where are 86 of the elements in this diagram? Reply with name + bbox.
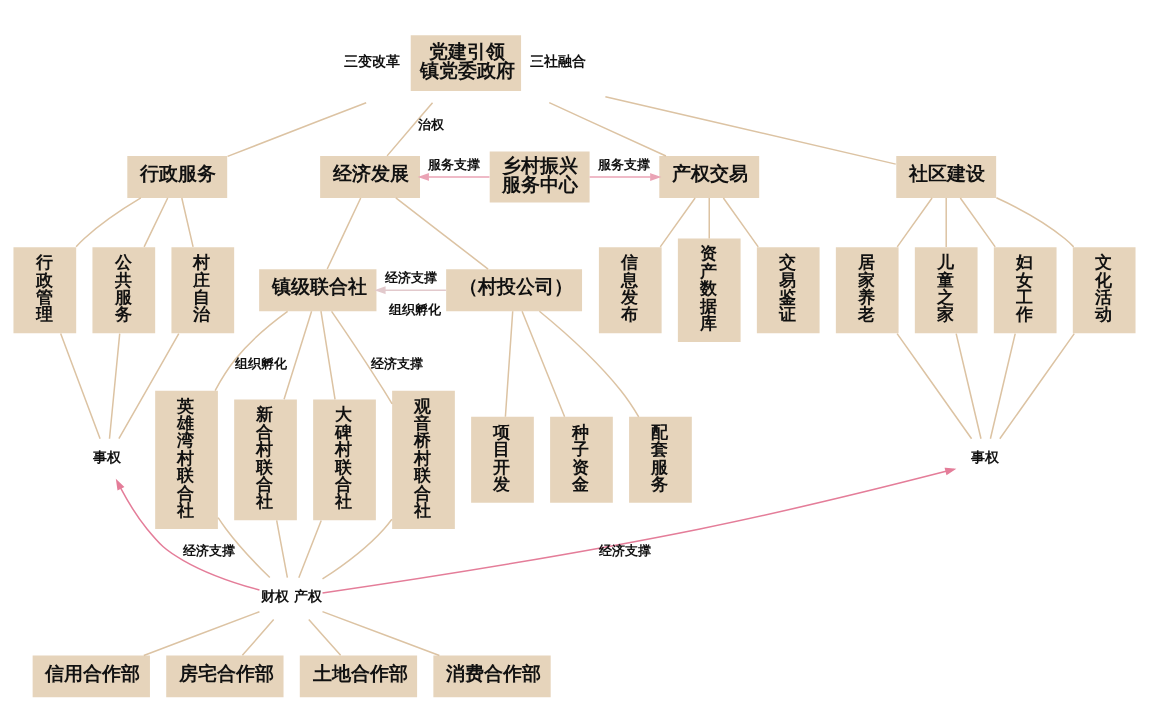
- connector: [59, 332, 101, 439]
- connector: [896, 196, 933, 248]
- connector: [75, 196, 142, 247]
- node-box: 信用合作部: [32, 655, 150, 697]
- connector: [108, 332, 121, 439]
- connector: [995, 196, 1075, 248]
- node-box: 党建引领 镇党委政府: [410, 34, 522, 91]
- node-box: 大碑村联合社: [313, 398, 376, 520]
- connector: [330, 310, 393, 405]
- connector: [275, 519, 289, 578]
- node-box: 英雄湾村联合社: [155, 390, 218, 529]
- connector: [118, 332, 180, 439]
- connector: [320, 309, 336, 400]
- connector: [321, 610, 441, 656]
- node-box: 观音桥村联合社: [392, 390, 455, 529]
- node-box: 土地合作部: [299, 655, 418, 697]
- connector: [955, 332, 982, 439]
- node-label: 三社融合: [530, 52, 587, 69]
- node-box: 乡村振兴服务中心: [489, 150, 590, 203]
- connector: [143, 196, 169, 248]
- node-box: 新合村联合社: [234, 398, 297, 520]
- label: 组织孵化: [388, 301, 441, 317]
- connector: [214, 310, 289, 391]
- edge-label: 服务支撑: [597, 156, 650, 172]
- edge-label: 经济支撑: [371, 355, 424, 371]
- node-box: 村庄自治: [171, 246, 235, 333]
- edge-label: 治权: [417, 116, 444, 132]
- connector: [326, 196, 362, 270]
- connector: [504, 309, 514, 418]
- connector: [604, 95, 897, 165]
- node-box: 配套服务: [629, 416, 692, 503]
- connector: [283, 309, 313, 400]
- connector: [989, 332, 1016, 439]
- connector: [959, 196, 996, 248]
- node-box: 妇女工作: [993, 246, 1057, 333]
- arrow: [588, 172, 662, 181]
- connector: [538, 310, 640, 418]
- edge-label: 经济支撑: [183, 542, 236, 558]
- connector: [722, 196, 759, 248]
- node-box: 社区建设: [896, 155, 997, 198]
- node-box: 行政服务: [127, 155, 228, 198]
- node-box: 项目开发: [471, 416, 534, 503]
- edge-label: 经济支撑: [384, 269, 437, 285]
- arrow: [321, 467, 957, 594]
- connector: [143, 610, 261, 656]
- edge-label: 经济支撑: [598, 542, 651, 558]
- edge-label: 服务支撑: [428, 156, 481, 172]
- connector: [521, 309, 566, 418]
- connector: [321, 517, 393, 580]
- node-text: 事权: [93, 448, 122, 465]
- node-box: 公共服务: [92, 246, 156, 333]
- node-box: 交易鉴证: [756, 246, 820, 333]
- connector: [896, 332, 973, 439]
- node-box: 种子资金: [550, 416, 613, 503]
- connector: [659, 196, 696, 248]
- node-box: 行政管理: [13, 246, 77, 333]
- connector: [226, 101, 367, 157]
- connector: [217, 516, 271, 578]
- node-box: 信息发布: [598, 246, 662, 333]
- connector: [241, 618, 275, 656]
- node-box: 经济发展: [320, 155, 420, 198]
- connector: [395, 196, 489, 270]
- edge-label: 组织孵化: [235, 355, 288, 371]
- node-box: 儿童之家: [914, 246, 978, 333]
- node-label: 三变改革: [344, 52, 401, 69]
- connector: [999, 332, 1076, 439]
- node-box: 文化活动: [1072, 246, 1136, 333]
- connector: [708, 196, 710, 239]
- connector: [181, 196, 194, 248]
- arrow: [374, 285, 447, 294]
- node-text: 事权: [971, 448, 1000, 465]
- arrow: [115, 478, 261, 591]
- node-box: 居家养老: [835, 246, 899, 333]
- connector: [308, 618, 342, 656]
- connector: [548, 101, 667, 157]
- node-box: （村投公司）: [446, 268, 583, 311]
- node-box: 资产数据库: [677, 238, 741, 342]
- connector: [945, 196, 947, 248]
- node-text: 财权 产权: [260, 587, 322, 604]
- node-box: 镇级联合社: [259, 268, 377, 311]
- arrow: [417, 172, 491, 181]
- connector: [386, 101, 434, 157]
- node-box: 产权交易: [659, 155, 760, 198]
- node-box: 房宅合作部: [166, 655, 284, 697]
- connector: [298, 519, 322, 578]
- node-box: 消费合作部: [433, 655, 551, 697]
